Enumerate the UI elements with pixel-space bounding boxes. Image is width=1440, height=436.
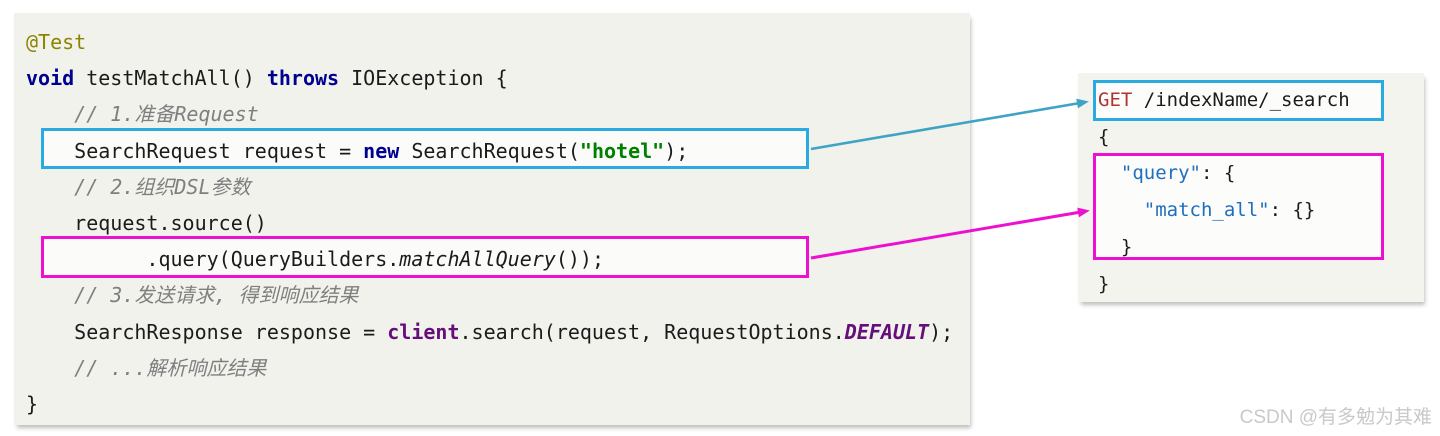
- code-line: {: [1098, 125, 1110, 148]
- dsl-query-highlight-box: [1093, 153, 1384, 260]
- code-line: request.source(): [26, 211, 267, 236]
- code-line: }: [26, 392, 39, 417]
- code-line: SearchResponse response = client.search(…: [26, 319, 954, 344]
- csdn-watermark: CSDN @有多勉为其难: [1239, 407, 1432, 428]
- dsl-code: GET /indexName/_search { "query": { "matc…: [1098, 82, 1350, 302]
- java-query-highlight-box: [41, 236, 809, 278]
- code-line: .query(QueryBuilders.matchAllQuery());: [26, 247, 604, 272]
- code-line: void testMatchAll() throws IOException {: [26, 66, 508, 91]
- code-line: }: [1098, 235, 1133, 258]
- code-line: // 1.准备Request: [26, 102, 259, 127]
- code-line: SearchRequest request = new SearchReques…: [26, 138, 689, 163]
- java-code-panel: @Test void testMatchAll() throws IOExcept…: [14, 13, 970, 425]
- code-line: }: [1098, 272, 1110, 295]
- code-line: // ...解析响应结果: [26, 355, 267, 380]
- code-line: // 3.发送请求, 得到响应结果: [26, 283, 359, 308]
- code-line: "query": {: [1120, 162, 1236, 185]
- code-line: // 2.组织DSL参数: [26, 174, 251, 199]
- java-code: @Test void testMatchAll() throws IOExcept…: [26, 24, 953, 422]
- code-line: @Test: [26, 30, 87, 54]
- code-line: "match_all": {}: [1143, 199, 1316, 222]
- dsl-get-highlight-box: [1093, 80, 1384, 121]
- code-line: GET /indexName/_search: [1098, 89, 1350, 111]
- dsl-query-panel: GET /indexName/_search { "query": { "matc…: [1078, 73, 1424, 302]
- java-searchrequest-highlight-box: [41, 128, 809, 169]
